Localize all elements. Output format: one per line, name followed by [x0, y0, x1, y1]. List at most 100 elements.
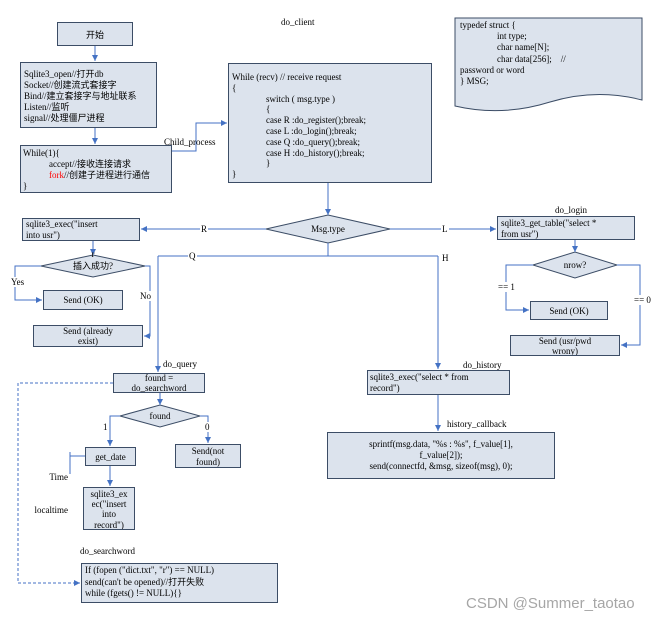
do-register-label-line: r — [91, 249, 95, 259]
query-search-line: do_searchword — [131, 382, 187, 393]
do-login-label: do_login — [555, 205, 588, 215]
recv-loop-line: case R :do_register();break; — [266, 115, 366, 126]
query-search-line: found = — [144, 373, 174, 383]
query-insert-record-line: into — [101, 509, 116, 520]
msg-struct-line: char name[N]; — [497, 42, 550, 53]
msg-struct-line: } MSG; — [460, 76, 489, 87]
register-send-exist-line: Send (already — [63, 326, 113, 336]
init-box: Sqlite3_open//打开db Socket//创建流式套接字 Bind/… — [20, 62, 157, 128]
connector-nrow-eq-0 — [617, 264, 641, 348]
init-line: Bind//建立套接字与地址联系 — [24, 91, 137, 101]
recv-loop-line: } — [232, 169, 237, 180]
register-insert-line: into usr") — [26, 230, 60, 240]
init-line: Listen//监听 — [24, 102, 70, 112]
init-line: Socket//创建流式套接字 — [24, 80, 117, 90]
query-insert-record-line: record") — [94, 519, 124, 530]
searchword-body-line: send(can't be opened)//打开失败 — [85, 576, 205, 587]
register-insert-line: sqlite3_exec("insert — [26, 219, 98, 229]
query-insert-record-line: sqlite3_ex — [90, 489, 128, 499]
fork-comment: //创建子进程进行通信 — [64, 170, 151, 180]
connector-found-1 — [107, 415, 120, 446]
connector-accept-to-recv — [172, 120, 227, 152]
recv-loop-line: case H :do_history();break; — [266, 147, 365, 158]
branch-q-label: Q — [188, 251, 197, 261]
searchword-body-box: If (fopen ("dict.txt", "r") == NULL) sen… — [81, 563, 278, 603]
msg-struct-line: char data[256]; // — [497, 53, 566, 64]
history-send-box: sprintf(msg.data, "%s : %s", f_value[1],… — [327, 432, 555, 479]
query-get-date-box: get_date — [85, 447, 136, 466]
history-callback-label: history_callback — [447, 419, 507, 429]
msg-type-decision-text: Msg.type — [311, 224, 345, 234]
msg-struct-text: typedef struct { int type; char name[N];… — [455, 18, 642, 87]
insert-success-decision-text: 插入成功? — [73, 261, 113, 271]
login-query-box: sqlite3_get_table("select * from usr") — [497, 216, 635, 240]
recv-loop-line: case Q :do_query();break; — [266, 136, 360, 147]
branch-l-label: L — [441, 224, 449, 234]
login-query-line: sqlite3_get_table("select * — [501, 218, 597, 228]
query-insert-record-line: ec("insert — [91, 499, 127, 510]
msg-struct-line: typedef struct { — [460, 20, 516, 30]
query-not-found-box: Send(not found) — [175, 444, 241, 468]
yes-label: Yes — [10, 277, 26, 287]
do-searchword-label: do_searchword — [80, 546, 135, 556]
history-send-line: f_value[2]); — [419, 450, 463, 460]
child-process-label: Child_process — [164, 137, 216, 147]
do-query-label: do_query — [163, 359, 197, 369]
msg-struct-line: password or word — [460, 64, 525, 75]
register-send-ok-box: Send (OK) — [43, 290, 123, 310]
branch-r-label: R — [200, 224, 209, 234]
history-select-line: sqlite3_exec("select * from — [370, 372, 469, 382]
query-not-found-line: found) — [196, 456, 220, 467]
connector-query-to-searchword — [17, 382, 113, 586]
connector-found-0 — [200, 415, 211, 443]
query-insert-record-box: sqlite3_ex ec("insert into record") — [83, 487, 135, 530]
diagram-title: do_client — [281, 17, 315, 27]
no-label: No — [139, 291, 152, 301]
time-localtime-label: Time localtime — [18, 450, 69, 538]
eq-0-label: == 0 — [633, 295, 652, 305]
start-box: 开始 — [57, 22, 133, 46]
register-send-exist-box: Send (already exist) — [33, 325, 143, 347]
recv-loop-line: case L :do_login();break; — [266, 125, 357, 136]
found-0-label: 0 — [204, 422, 211, 432]
init-line: Sqlite3_open//打开db — [24, 69, 104, 79]
recv-loop-line: { — [266, 104, 271, 115]
recv-loop-line: { — [232, 82, 237, 93]
register-insert-box: sqlite3_exec("insert into usr") — [22, 218, 140, 241]
eq-1-label: == 1 — [497, 282, 516, 292]
accept-loop-accept: accept//接收连接请求 — [49, 159, 131, 169]
history-send-line: sprintf(msg.data, "%s : %s", f_value[1], — [369, 439, 513, 449]
history-select-box: sqlite3_exec("select * from record") — [367, 370, 510, 395]
login-query-line: from usr") — [501, 228, 539, 239]
branch-h-label: H — [442, 253, 449, 263]
query-not-found-line: Send(not — [191, 446, 225, 456]
init-line: signal//处理僵尸进程 — [24, 113, 105, 123]
do-history-label: do_history — [463, 360, 502, 370]
searchword-body-line: while (fgets() != NULL){} — [85, 588, 182, 598]
localtime-label: localtime — [34, 505, 69, 515]
connector-no — [144, 265, 151, 339]
accept-loop-fork-line: fork//创建子进程进行通信 — [23, 170, 171, 181]
recv-loop-box: While (recv) // receive request { switch… — [228, 63, 432, 183]
recv-loop-line: switch ( msg.type ) — [266, 93, 335, 104]
connector-time-bracket — [69, 452, 85, 474]
login-send-wrong-box: Send (usr/pwd wrony) — [510, 335, 620, 356]
accept-loop-box: While(1){ accept//接收连接请求 fork//创建子进程进行通信… — [20, 145, 172, 193]
recv-loop-line: } — [266, 158, 271, 169]
accept-loop-open: While(1){ — [23, 148, 60, 158]
query-search-box: found = do_searchword — [113, 373, 205, 393]
history-select-line: record") — [370, 383, 400, 393]
history-send-line: send(connectfd, &msg, sizeof(msg), 0); — [369, 461, 513, 471]
recv-loop-line: While (recv) // receive request — [232, 72, 342, 82]
nrow-decision-text: nrow? — [563, 260, 587, 270]
msg-struct-document-shape — [454, 17, 643, 112]
time-label: Time — [49, 472, 68, 482]
login-send-ok-box: Send (OK) — [530, 301, 608, 320]
watermark: CSDN @Summer_taotao — [466, 595, 635, 612]
searchword-body-line: If (fopen ("dict.txt", "r") == NULL) — [85, 565, 215, 575]
accept-loop-close: } — [23, 181, 28, 191]
login-send-wrong-line: Send (usr/pwd — [538, 336, 592, 346]
register-send-exist-line: exist) — [78, 336, 98, 346]
msg-struct-line: int type; — [497, 31, 527, 42]
